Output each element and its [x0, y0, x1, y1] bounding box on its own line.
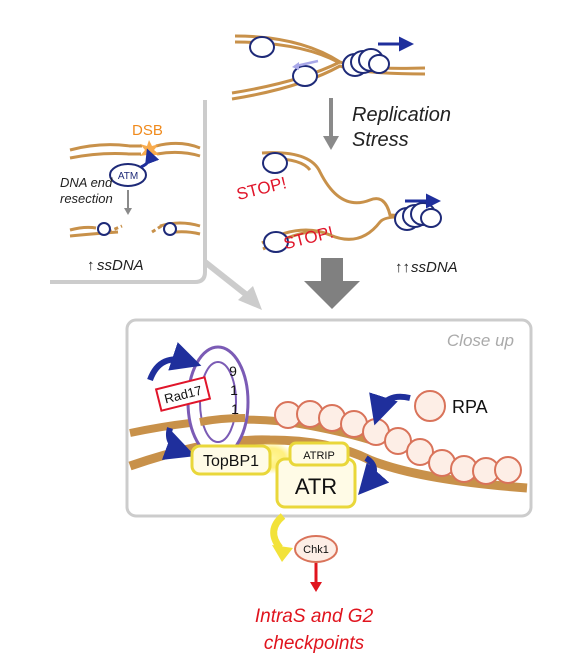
checkpoint-label-line2: checkpoints — [264, 633, 365, 654]
topbp1-box — [190, 444, 272, 476]
signaling-output: Chk1 IntraS and G2 checkpoints — [255, 513, 374, 654]
closeup-panel: Close up 9 1 1 Rad17 — [125, 318, 533, 518]
resection-label-line1: DNA end — [60, 175, 113, 190]
chk1-to-checkpoint-arrowhead-icon — [310, 582, 322, 592]
mre11-complex-right — [163, 222, 177, 236]
ring-loading-arrow-bottom-icon — [161, 427, 196, 460]
dsb-dna-duplex — [69, 141, 201, 160]
replication-ssdna-arrows: ↑↑ — [395, 259, 410, 276]
stop-label-top: STOP! — [235, 173, 289, 204]
atrip-box — [288, 441, 350, 467]
replication-ssdna-label: ssDNA — [411, 259, 458, 276]
rpa-bead — [494, 456, 522, 484]
dsb-to-closeup-arrowhead-icon — [238, 286, 262, 310]
dsb-ssdna-arrow: ↑ — [87, 257, 95, 274]
stalled-polymerase-top — [262, 152, 288, 174]
atm-protein — [109, 163, 147, 187]
closeup-title: Close up — [447, 331, 514, 350]
rpa-bead — [406, 438, 434, 466]
closeup-border — [125, 318, 533, 518]
atm-label: ATM — [118, 171, 138, 182]
ring-label-9: 9 — [229, 363, 237, 379]
polymerase-top — [249, 36, 275, 58]
atr-label: ATR — [295, 474, 337, 499]
dsb-to-closeup-arrow — [203, 259, 250, 299]
free-rpa — [414, 390, 446, 422]
resection-arrowhead-icon — [124, 208, 132, 215]
stalled-polymerase-bottom — [263, 231, 289, 253]
replication-to-closeup-arrow — [321, 258, 343, 282]
stop-label-bottom: STOP! — [282, 223, 336, 254]
ring-label-1b: 1 — [231, 401, 239, 417]
atrip-recruitment-arrow-icon — [358, 455, 390, 495]
stress-label-line2: Stress — [352, 129, 409, 151]
atrip-label: ATRIP — [303, 450, 335, 462]
stalled-helicase-complex — [394, 202, 442, 231]
chk1-label: Chk1 — [303, 544, 329, 556]
polymerase-bottom — [292, 65, 318, 87]
atr-to-chk1-arrowhead-icon — [272, 545, 293, 562]
stress-label-line1: Replication — [352, 104, 451, 126]
rad17-box: Rad17 — [154, 376, 212, 412]
converging-arrows — [203, 258, 360, 310]
chk1-protein — [294, 535, 338, 563]
helicase-complex — [342, 48, 390, 77]
dsb-panel-border — [50, 100, 207, 284]
ring-label-1a: 1 — [230, 382, 238, 398]
ring-loading-arrow-top-icon — [147, 342, 202, 382]
atm-curved-arrow-icon — [140, 148, 160, 169]
checkpoint-label-line1: IntraS and G2 — [255, 606, 374, 627]
atr-to-chk1-arrow-icon — [270, 513, 286, 551]
replication-panel: Replication Stress STOP! STOP! ↑↑ ssDNA — [231, 34, 458, 276]
resected-dna — [69, 221, 201, 238]
topbp1-label: TopBP1 — [203, 453, 259, 470]
closeup-dna-over-ring — [199, 414, 246, 426]
lagging-arrowhead-icon — [292, 62, 299, 70]
dsb-ssdna-label: ssDNA — [97, 257, 144, 274]
rpa-bead — [384, 427, 412, 455]
rpa-binding-arrow-icon — [369, 392, 411, 426]
stress-arrowhead-icon — [323, 136, 339, 150]
dsb-panel: DSB ATM DNA end resection ↑ ssDNA — [50, 100, 207, 284]
rpa-label: RPA — [452, 397, 488, 417]
resection-label-line2: resection — [60, 191, 113, 206]
mre11-complex-left — [97, 222, 111, 236]
lagging-strand-arrow-icon — [295, 59, 319, 68]
dsb-label: DSB — [132, 122, 163, 139]
replication-to-closeup-arrowhead-icon — [304, 281, 360, 309]
rpa-filament — [274, 400, 522, 485]
